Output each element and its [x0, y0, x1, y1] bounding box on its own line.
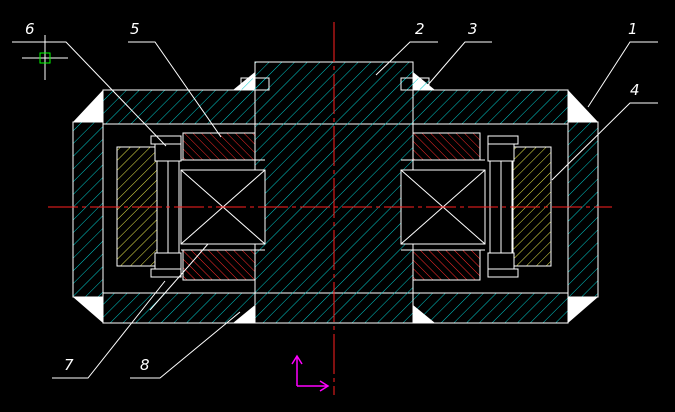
callout-6: 6 [25, 20, 35, 38]
housing-chamfers [73, 72, 598, 323]
key-right [400, 77, 430, 91]
callout-8: 8 [140, 356, 150, 374]
callout-2: 2 [415, 20, 425, 38]
key-left [240, 77, 270, 91]
housing [72, 89, 599, 324]
callout-3: 3 [468, 20, 478, 38]
callout-labels: 1 2 3 4 5 6 7 8 [25, 20, 640, 374]
ucs-icon [291, 354, 330, 392]
centerlines [48, 22, 612, 395]
callout-7: 7 [64, 356, 74, 374]
bolts [150, 135, 519, 278]
leader-lines [12, 41, 658, 379]
cad-cursor [22, 35, 68, 80]
callout-5: 5 [130, 20, 140, 38]
callout-1: 1 [628, 20, 638, 38]
callout-4: 4 [630, 81, 640, 99]
